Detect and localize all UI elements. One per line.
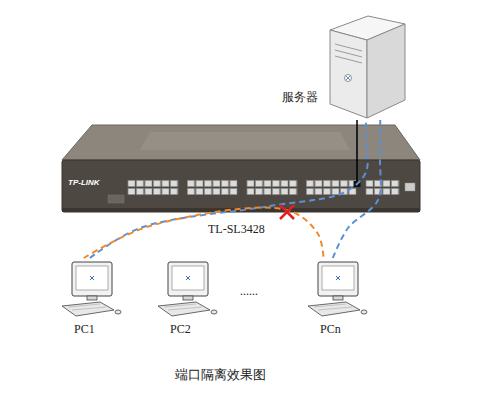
drive-bays <box>335 44 362 63</box>
allowed-path <box>333 120 381 258</box>
ellipsis-label: ...... <box>240 284 258 298</box>
block-cross <box>280 205 294 219</box>
pc-node: PC1 <box>62 258 124 338</box>
port-group <box>128 180 179 195</box>
cable-plug <box>354 181 361 187</box>
node-label: PCn <box>320 322 341 336</box>
server-cable <box>356 160 358 182</box>
status-leds <box>108 195 124 203</box>
server-front <box>330 30 367 118</box>
console-port <box>405 183 415 191</box>
blocked-mark <box>280 205 294 219</box>
pc-illustration <box>158 262 217 316</box>
node-label: PC2 <box>170 322 191 336</box>
switch-node: TP-LINKTL-SL3428 <box>62 160 420 212</box>
switch-top <box>62 125 420 160</box>
combo-ports <box>366 180 400 195</box>
brand-logo: TP-LINK <box>68 178 100 187</box>
figure-caption: 端口隔离效果图 <box>175 368 266 382</box>
switch-base <box>62 208 420 212</box>
allowed-path <box>90 120 368 258</box>
pc-node: PC2 <box>158 258 220 338</box>
pc-node: PCn <box>308 258 370 338</box>
port-group <box>187 180 238 195</box>
server-node: 服务器 <box>330 20 405 120</box>
switch-front <box>62 160 420 212</box>
switch-illustration <box>62 125 420 212</box>
node-label: TL-SL3428 <box>208 222 265 236</box>
server-side <box>367 24 405 118</box>
edge-group <box>84 120 381 258</box>
blocked-path <box>84 208 324 258</box>
pc-illustration <box>62 262 121 316</box>
port-group <box>247 180 298 195</box>
port-group <box>306 180 357 195</box>
server-illustration <box>330 16 405 118</box>
pc-illustration <box>308 262 367 316</box>
cable-line <box>356 120 358 160</box>
power-mark <box>346 76 350 80</box>
node-label: PC1 <box>74 322 95 336</box>
switch-top-logo <box>140 132 350 150</box>
power-button <box>345 75 352 82</box>
node-label: 服务器 <box>282 90 318 104</box>
